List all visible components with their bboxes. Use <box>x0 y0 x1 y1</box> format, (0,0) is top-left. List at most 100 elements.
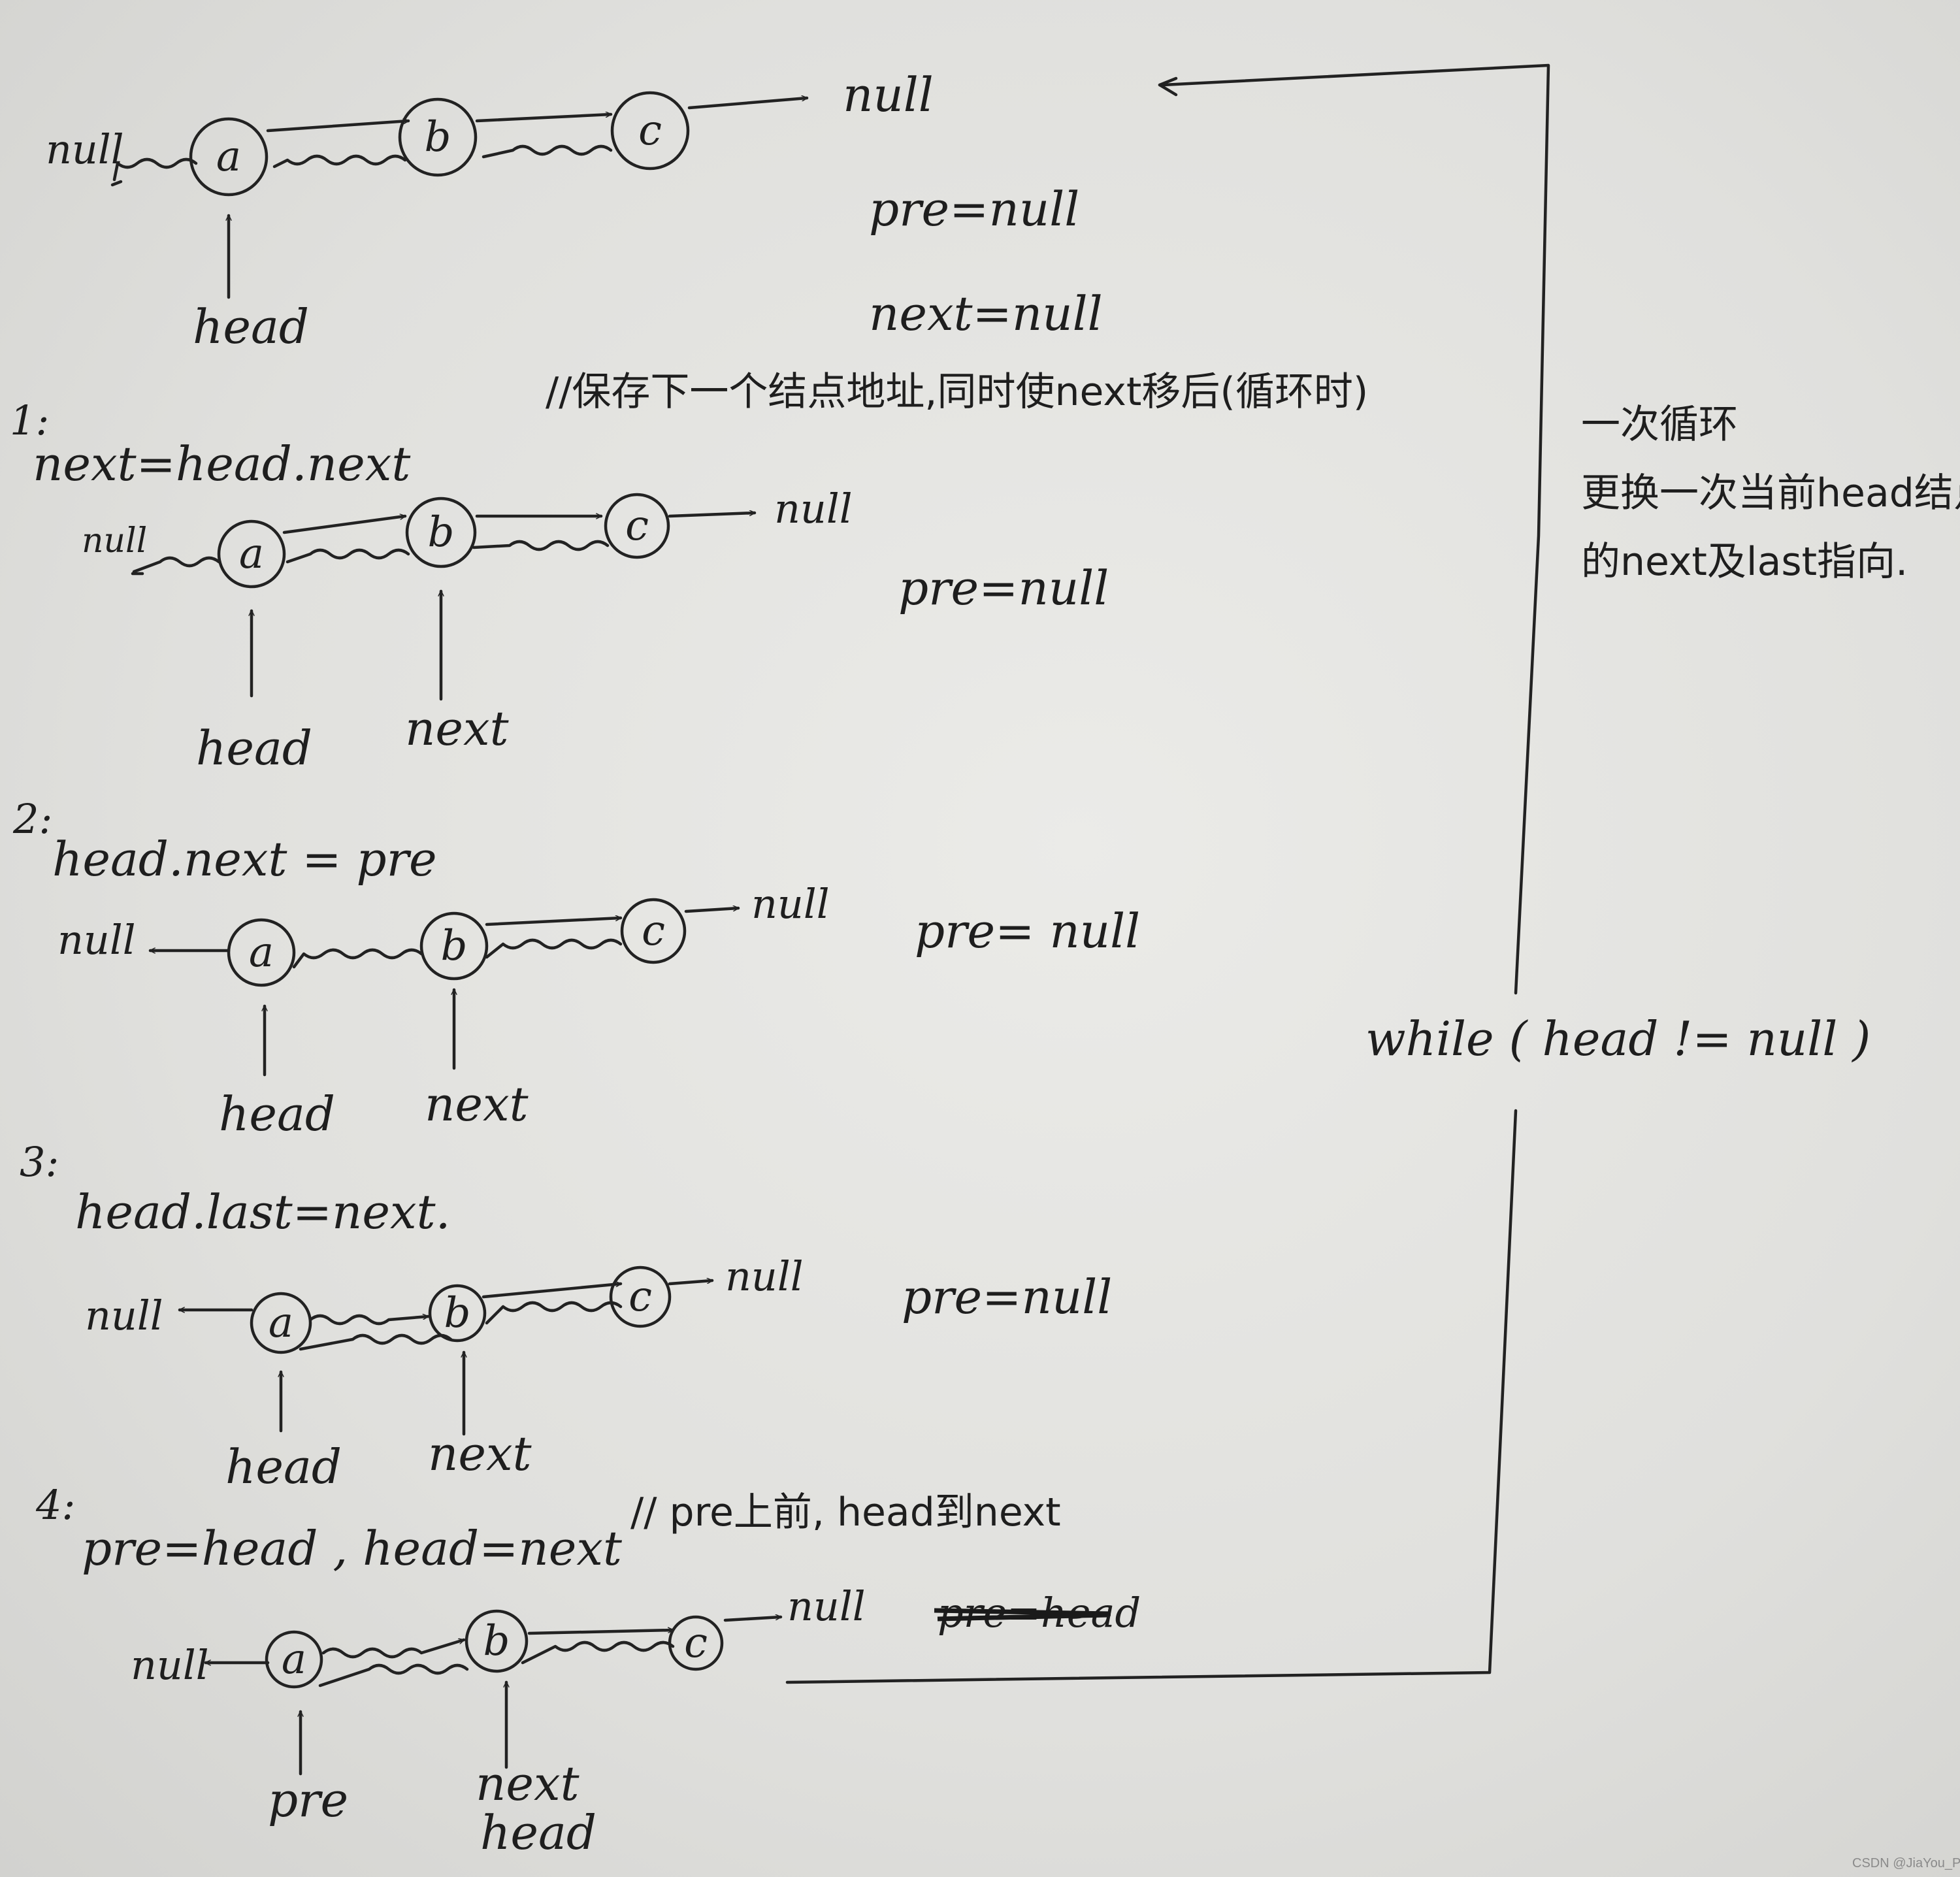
node-b <box>419 911 489 981</box>
node-a <box>227 918 296 987</box>
a-prev-arrow <box>132 556 221 574</box>
step-number: 1: <box>10 397 49 444</box>
b-next-arrow <box>485 918 623 926</box>
head-pointer-label: head <box>225 1439 342 1494</box>
right-null-label: null <box>725 1252 804 1300</box>
node-c-label: c <box>625 502 649 550</box>
a-last-arrow <box>321 1640 466 1659</box>
head-pointer-label: head <box>193 299 309 354</box>
c-last-arrow <box>472 540 610 551</box>
watermark: CSDN @JiaYou_PPZ <box>1852 1856 1960 1870</box>
loop-bottom-line <box>785 1109 1518 1684</box>
step-code: pre=head , head=next <box>82 1521 623 1576</box>
panel-initial: null a b c null head pre=null next=null <box>46 67 1103 354</box>
step-number: 2: <box>12 795 52 843</box>
panel-step2: 2: head.next = pre null a b c null head … <box>12 795 1140 1141</box>
right-null-label: null <box>774 485 853 532</box>
node-b-label: b <box>428 508 455 557</box>
left-null-label: null <box>57 916 136 964</box>
b-last-arrow <box>318 1663 469 1688</box>
node-a-label: a <box>249 928 274 977</box>
left-null-label: null <box>85 1292 163 1339</box>
c-last-arrow <box>485 1301 623 1325</box>
node-a-label: a <box>282 1635 306 1684</box>
node-a-label: a <box>216 133 241 181</box>
strikethrough-mark <box>934 1608 1111 1622</box>
step-code: head.next = pre <box>52 832 437 887</box>
next-pointer-label: next <box>405 701 510 756</box>
state-pre: pre= null <box>915 904 1140 958</box>
next-pointer-label: next <box>476 1756 580 1811</box>
c-next-arrow <box>687 98 809 110</box>
node-c-label: c <box>638 106 662 155</box>
b-next-arrow <box>475 114 613 123</box>
a-prev-arrowhead <box>110 180 123 187</box>
b-last-arrow <box>292 948 423 969</box>
loop-note-line-3: 的next及last指向. <box>1581 539 1908 585</box>
state-next: next=null <box>869 286 1103 341</box>
c-last-arrow <box>485 938 623 959</box>
node-a <box>189 117 269 197</box>
step-number: 4: <box>35 1481 75 1529</box>
node-c-label: c <box>684 1619 708 1667</box>
c-next-arrow <box>723 1617 783 1622</box>
node-a-label: a <box>269 1299 293 1347</box>
c-next-arrow <box>668 513 757 518</box>
a-last-arrow <box>308 1316 430 1326</box>
a-next-arrow <box>266 121 410 133</box>
left-null-label: null <box>82 521 147 561</box>
state-pre: pre=null <box>869 182 1079 237</box>
node-a <box>265 1630 323 1689</box>
left-null-label: null <box>46 125 124 173</box>
node-c <box>610 91 690 171</box>
node-b-label: b <box>425 113 451 161</box>
loop-note-line-1: 一次循环 <box>1581 402 1738 448</box>
step-comment: // pre上前, head到next <box>630 1490 1061 1535</box>
loop-top-arrowhead-a <box>1158 76 1178 87</box>
node-c-label: c <box>642 907 665 955</box>
left-null-label: null <box>131 1641 209 1689</box>
head-pointer-label: head <box>196 721 312 775</box>
next-pointer-label: next <box>428 1426 532 1481</box>
b-last-arrow <box>272 154 407 169</box>
a-prev-arrow <box>112 157 198 182</box>
step-number: 3: <box>20 1138 59 1186</box>
step-code: next=head.next <box>33 436 411 491</box>
panel-step4: 4: pre=head , head=next // pre上前, head到n… <box>35 1481 1141 1860</box>
state-pre: pre=null <box>898 561 1109 615</box>
node-a <box>250 1292 312 1354</box>
head-pointer-label: head <box>219 1086 335 1141</box>
node-a-label: a <box>239 530 264 578</box>
node-b <box>398 97 478 177</box>
right-null-label: null <box>751 880 830 928</box>
c-last-arrow <box>482 144 613 159</box>
pre-pointer-label: pre <box>268 1772 348 1827</box>
right-null-label: null <box>787 1582 866 1630</box>
head-pointer-label: head <box>480 1805 596 1860</box>
right-null-label: null <box>843 67 934 122</box>
c-next-arrow <box>684 908 740 913</box>
loop-top-line <box>1161 63 1550 995</box>
loop-note-line-2: 更换一次当前head结点 <box>1581 470 1960 516</box>
b-last-arrow <box>286 548 410 564</box>
node-b <box>405 497 477 568</box>
b-next-arrow <box>527 1630 675 1635</box>
step-comment: //保存下一个结点地址,同时使next移后(循环时) <box>546 369 1368 415</box>
a-next-arrow <box>282 516 407 534</box>
panel-step1: 1: next=head.next //保存下一个结点地址,同时使next移后(… <box>10 369 1368 775</box>
c-last-arrow <box>521 1640 675 1665</box>
node-c <box>604 493 670 559</box>
loop-condition: while ( head != null ) <box>1365 1011 1870 1066</box>
node-b-label: b <box>441 922 468 970</box>
loop-bracket: while ( head != null ) 一次循环 更换一次当前head结点… <box>785 63 1960 1684</box>
c-next-arrow <box>668 1281 714 1286</box>
node-a <box>217 519 286 589</box>
b-last-arrow <box>299 1333 453 1351</box>
node-b-label: b <box>444 1289 471 1337</box>
b-next-arrow <box>482 1284 623 1299</box>
loop-top-arrowhead-b <box>1158 83 1178 97</box>
node-b <box>428 1284 487 1343</box>
step-code: head.last=next. <box>75 1184 450 1239</box>
